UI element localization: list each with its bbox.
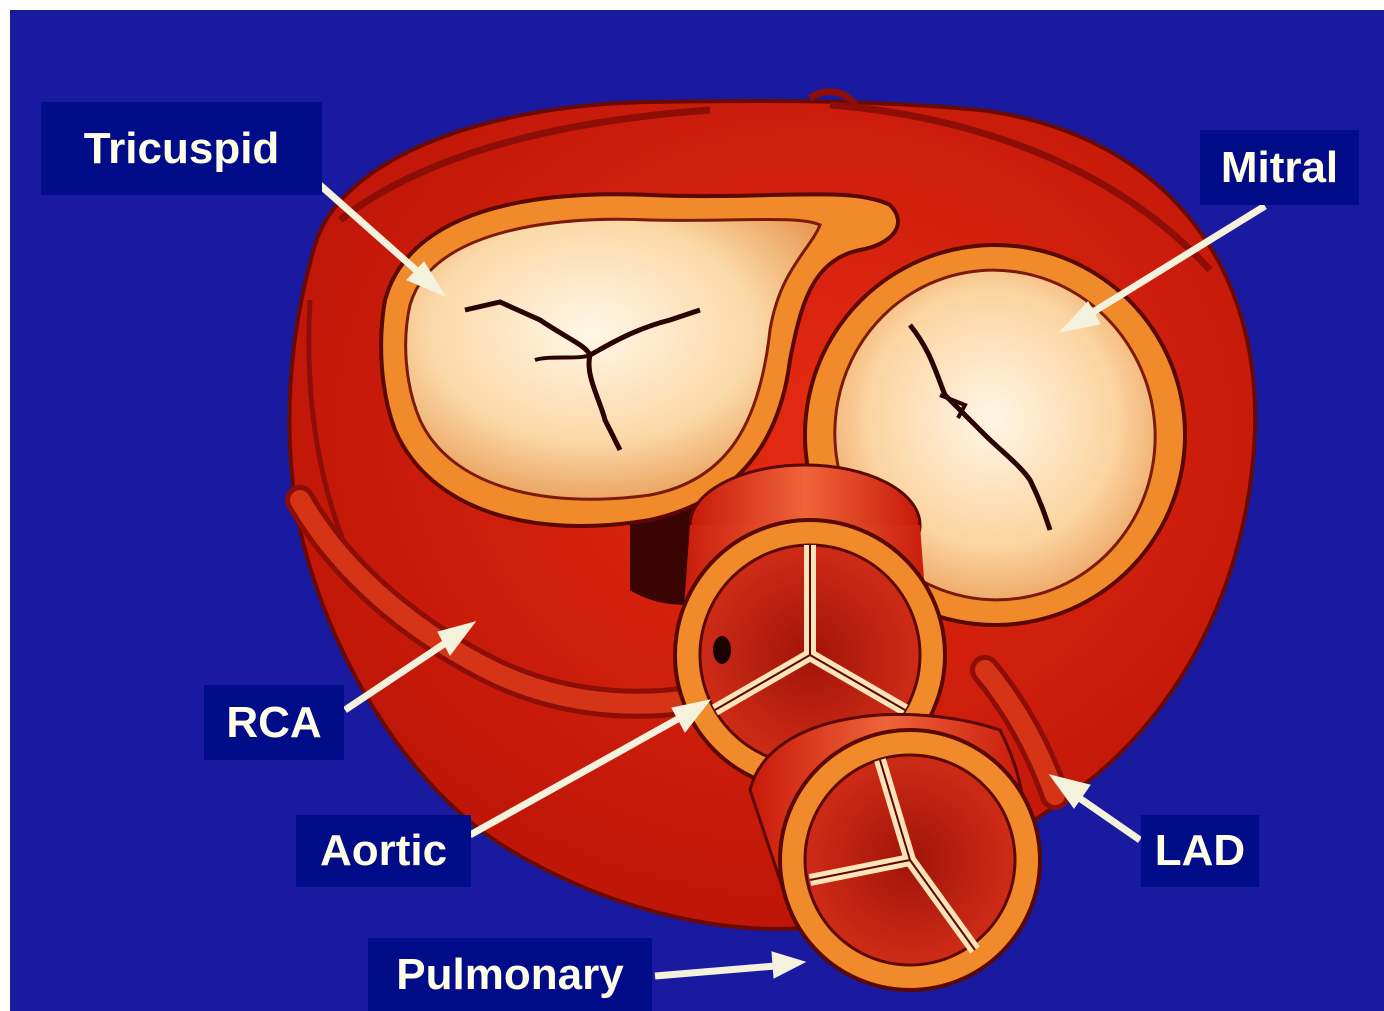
lad-arrow (1050, 775, 1140, 840)
aortic-label: Aortic (296, 815, 471, 887)
tricuspid-label: Tricuspid (41, 102, 322, 195)
pulmonary-label: Pulmonary (368, 938, 652, 1011)
diagram-canvas: Tricuspid Mitral RCA Aortic LAD Pulmonar… (10, 10, 1384, 1011)
rca-label: RCA (204, 685, 344, 760)
pulmonary-arrow (655, 952, 805, 978)
pulmonary-valve (750, 714, 1040, 990)
mitral-label: Mitral (1200, 130, 1359, 205)
lad-label: LAD (1141, 815, 1259, 887)
